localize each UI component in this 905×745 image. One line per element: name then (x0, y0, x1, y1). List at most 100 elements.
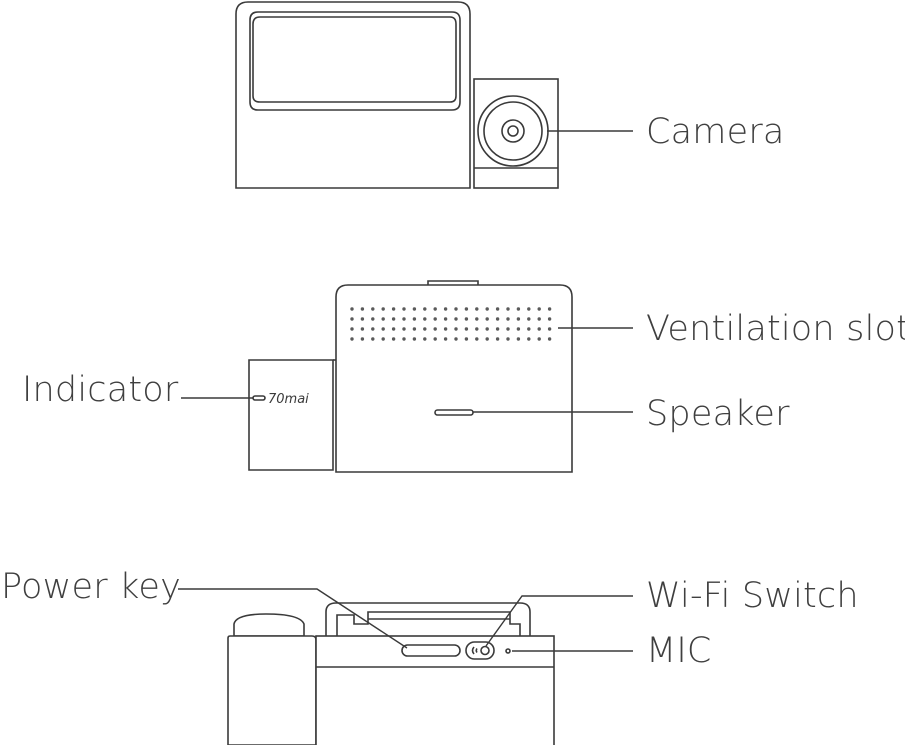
bottom-view (178, 588, 633, 745)
vent-hole (495, 317, 500, 321)
vent-hole (495, 307, 500, 311)
wifi-icon (471, 646, 475, 655)
camera-cap (233, 613, 305, 637)
camera-module (473, 78, 559, 189)
wifi-switch-leader (485, 595, 633, 647)
top-body (235, 1, 471, 189)
vent-hole (391, 337, 396, 341)
vent-hole (360, 307, 365, 311)
camera-lens-center (507, 125, 519, 137)
vent-hole (423, 337, 427, 341)
vent-hole (381, 307, 385, 311)
wifi-switch-knob (480, 645, 490, 656)
vent-hole (443, 307, 448, 311)
vent-hole (485, 337, 489, 341)
vent-hole (360, 317, 365, 321)
middle-top-tab (427, 280, 479, 286)
vent-hole (454, 317, 458, 321)
vent-hole (527, 317, 531, 321)
vent-hole (391, 307, 396, 311)
vent-hole (527, 337, 531, 341)
vent-hole (402, 307, 406, 311)
camera-lens-mid (483, 101, 543, 161)
ventilation-holes (350, 307, 552, 341)
vent-hole (454, 327, 458, 331)
vent-hole (506, 307, 510, 311)
vent-hole (506, 327, 510, 331)
middle-view: 70mai (181, 280, 633, 473)
vent-hole (527, 307, 531, 311)
vent-hole (443, 327, 448, 331)
vent-hole (547, 307, 552, 311)
vent-hole (402, 327, 406, 331)
vent-hole (423, 327, 427, 331)
vent-hole (381, 327, 385, 331)
brand-logo: 70mai (268, 392, 309, 407)
top-screen (249, 11, 461, 111)
vent-hole (433, 307, 437, 311)
vent-hole (412, 317, 417, 321)
vent-hole (547, 317, 552, 321)
vent-hole (506, 317, 510, 321)
vent-hole (516, 317, 521, 321)
bottom-body (315, 635, 555, 745)
vent-hole (537, 307, 541, 311)
vent-hole (537, 327, 541, 331)
vent-hole (381, 317, 385, 321)
mic-label: MIC (646, 631, 712, 671)
vent-hole (371, 337, 375, 341)
vent-hole (485, 327, 489, 331)
vent-hole (485, 307, 489, 311)
vent-hole (475, 307, 479, 311)
top-view (235, 1, 633, 189)
vent-hole (537, 337, 541, 341)
vent-hole (464, 307, 469, 311)
vent-hole (537, 317, 541, 321)
vent-hole (464, 337, 469, 341)
vent-hole (433, 327, 437, 331)
vent-hole (495, 327, 500, 331)
vent-hole (454, 307, 458, 311)
wifi-switch-label: Wi-Fi Switch (646, 576, 859, 616)
vent-hole (547, 327, 552, 331)
vent-hole (391, 327, 396, 331)
power-key-label: Power key (1, 567, 182, 607)
vent-hole (433, 317, 437, 321)
middle-body (335, 284, 573, 473)
vent-hole (371, 317, 375, 321)
vent-hole (485, 317, 489, 321)
vent-hole (350, 327, 354, 331)
vent-hole (547, 337, 552, 341)
mount-bracket (325, 602, 531, 636)
vent-hole (350, 307, 354, 311)
vent-hole (350, 337, 354, 341)
mic-hole (505, 648, 511, 654)
power-key-leader (178, 588, 408, 649)
vent-hole (464, 327, 469, 331)
vent-hole (412, 337, 417, 341)
vent-hole (423, 317, 427, 321)
vent-hole (423, 307, 427, 311)
vent-hole (360, 327, 365, 331)
speaker-label: Speaker (646, 394, 790, 434)
vent-hole (506, 337, 510, 341)
vent-hole (360, 337, 365, 341)
vent-hole (371, 327, 375, 331)
top-screen-inner (252, 16, 457, 103)
vent-hole (402, 337, 406, 341)
bottom-left-module (227, 635, 317, 745)
vent-hole (516, 327, 521, 331)
vent-hole (412, 307, 417, 311)
indicator-label: Indicator (22, 370, 179, 410)
vent-hole (433, 337, 437, 341)
vent-hole (516, 307, 521, 311)
vent-hole (495, 337, 500, 341)
indicator-module (248, 359, 334, 471)
vent-hole (381, 337, 385, 341)
vent-hole (527, 327, 531, 331)
wifi-switch (465, 641, 495, 660)
vent-hole (475, 337, 479, 341)
vent-hole (475, 327, 479, 331)
vent-hole (391, 317, 396, 321)
